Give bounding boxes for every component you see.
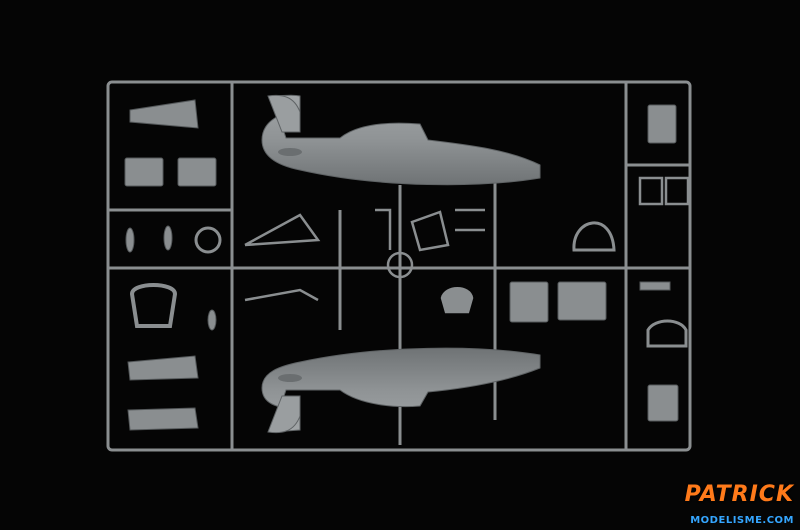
small-parts-left — [124, 99, 222, 431]
small-parts-right — [509, 104, 690, 422]
watermark-logo: PATRICK MODELISME.COM — [644, 482, 794, 526]
watermark-site: MODELISME.COM — [690, 515, 794, 526]
small-parts-center — [244, 208, 485, 314]
fuselage-upper — [261, 94, 541, 186]
fuselage-lower — [261, 347, 541, 434]
watermark-brand: PATRICK — [684, 482, 794, 507]
